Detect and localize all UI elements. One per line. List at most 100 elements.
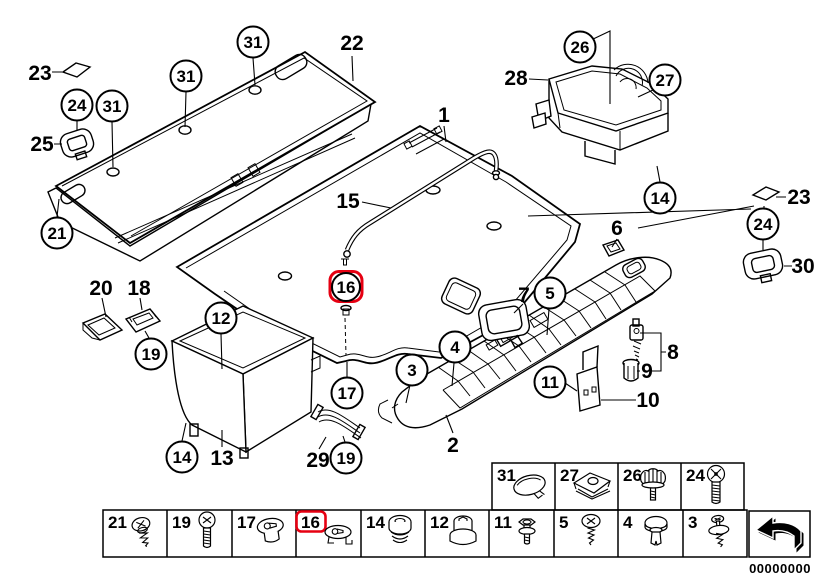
handle-cutout [60, 183, 86, 205]
grommet-icon [256, 517, 284, 543]
callout-18[interactable]: 18 [127, 277, 151, 300]
callout-circle-17[interactable]: 17 [330, 376, 364, 410]
leader-lines [52, 30, 792, 450]
callout-30[interactable]: 30 [791, 255, 814, 278]
callout-circle-26[interactable]: 26 [563, 30, 597, 64]
callout-circle-21[interactable]: 21 [40, 216, 74, 250]
part-plug-9 [622, 358, 640, 382]
callout-22[interactable]: 22 [340, 32, 363, 55]
svg-text:19: 19 [172, 513, 191, 532]
callout-circle-31b[interactable]: 31 [169, 59, 203, 93]
callout-circle-14b[interactable]: 14 [643, 181, 677, 215]
part-lock-barrel-8 [629, 318, 644, 361]
svg-text:14: 14 [173, 448, 192, 467]
callout-circle-19a[interactable]: 19 [134, 337, 168, 371]
callout-circle-11[interactable]: 11 [533, 365, 567, 399]
part-latch-20 [81, 313, 124, 341]
callout-1[interactable]: 1 [438, 104, 450, 127]
callout-7[interactable]: 7 [518, 284, 530, 307]
callout-29[interactable]: 29 [306, 449, 329, 472]
part-storage-tray [531, 63, 669, 165]
svg-text:21: 21 [108, 513, 127, 532]
callout-10[interactable]: 10 [636, 389, 659, 412]
part-handle-18 [124, 308, 162, 333]
callout-circle-4[interactable]: 4 [438, 330, 472, 364]
callout-6[interactable]: 6 [611, 217, 623, 240]
tapping-screw-icon [131, 516, 151, 547]
svg-text:16: 16 [301, 513, 320, 532]
part-tool-tray [170, 305, 321, 459]
fastener-cell-11[interactable]: 11 [494, 513, 536, 545]
fastener-cell-26[interactable]: 26 [623, 466, 666, 501]
svg-text:31: 31 [244, 33, 263, 52]
fastener-cell-24[interactable]: 24 [686, 464, 726, 505]
fastener-cell-14[interactable]: 14 [366, 513, 412, 544]
fastener-cell-3[interactable]: 3 [688, 513, 731, 548]
thumb-screw-icon [640, 468, 666, 501]
plug-grommet-icon [388, 514, 412, 544]
fastener-cell-17[interactable]: 17 [237, 513, 285, 544]
fastener-cell-5[interactable]: 5 [559, 513, 601, 546]
callout-9[interactable]: 9 [641, 360, 653, 383]
callout-15[interactable]: 15 [336, 190, 360, 213]
hex-screw-icon [518, 518, 536, 545]
svg-text:27: 27 [656, 71, 675, 90]
callout-circle-16-highlighted[interactable]: 16 [328, 270, 364, 303]
speed-nut-clip-icon [572, 472, 612, 500]
part-bezel-30 [742, 248, 784, 284]
washer-screw-icon [708, 514, 730, 548]
fastener-cell-16-highlighted[interactable]: 16 [295, 510, 353, 545]
part-bracket-10 [576, 344, 601, 412]
mat-square-cutout [440, 277, 482, 315]
highlight-box-table [295, 510, 327, 533]
svg-text:24: 24 [754, 215, 773, 234]
svg-text:26: 26 [571, 38, 590, 57]
fastener-cell-4[interactable]: 4 [623, 513, 668, 546]
svg-text:24: 24 [68, 96, 87, 115]
part-bezel-25 [59, 128, 95, 161]
svg-text:27: 27 [560, 466, 579, 485]
callout-2[interactable]: 2 [447, 434, 459, 457]
callout-circle-19b[interactable]: 19 [329, 441, 363, 475]
svg-text:31: 31 [497, 466, 516, 485]
callout-circle-27[interactable]: 27 [648, 63, 682, 97]
part-cover-cap-23 [61, 62, 92, 78]
callout-circle-24a[interactable]: 24 [60, 88, 94, 122]
callout-circle-3[interactable]: 3 [395, 353, 429, 387]
fastener-cell-31[interactable]: 31 [497, 466, 549, 504]
callout-23b[interactable]: 23 [787, 186, 810, 209]
callout-circle-24b[interactable]: 24 [746, 207, 780, 241]
svg-text:3: 3 [688, 513, 697, 532]
nav-arrow[interactable] [748, 510, 811, 558]
callout-20[interactable]: 20 [89, 277, 112, 300]
callout-circle-14a[interactable]: 14 [165, 440, 199, 474]
callout-13[interactable]: 13 [210, 447, 233, 470]
callout-28[interactable]: 28 [504, 67, 528, 90]
callout-circle-12[interactable]: 12 [204, 301, 238, 335]
fastener-cell-27[interactable]: 27 [560, 466, 612, 500]
callout-25[interactable]: 25 [30, 133, 54, 156]
fastener-cell-19[interactable]: 19 [172, 511, 216, 549]
svg-text:4: 4 [623, 513, 633, 532]
part-fastener-16-location [340, 258, 352, 356]
part-rear-shelf-panel [47, 50, 377, 262]
part-cover-cap-23b [751, 186, 781, 201]
callout-23[interactable]: 23 [28, 62, 51, 85]
svg-text:11: 11 [541, 373, 559, 392]
svg-text:5: 5 [545, 284, 554, 303]
part-clip-6 [601, 239, 626, 257]
svg-text:21: 21 [48, 224, 67, 243]
svg-text:12: 12 [430, 513, 449, 532]
callout-circle-31a[interactable]: 31 [95, 89, 129, 123]
svg-text:17: 17 [237, 513, 256, 532]
cover-cap-icon [513, 474, 546, 500]
expanding-clip-icon [324, 524, 353, 545]
fastener-cell-12[interactable]: 12 [430, 513, 477, 546]
callout-8[interactable]: 8 [667, 341, 679, 364]
fastener-cell-21[interactable]: 21 [108, 513, 156, 549]
callout-circle-31c[interactable]: 31 [236, 25, 270, 59]
callout-circle-5[interactable]: 5 [533, 276, 567, 310]
part-strap-29 [309, 403, 367, 441]
svg-text:31: 31 [103, 97, 122, 116]
